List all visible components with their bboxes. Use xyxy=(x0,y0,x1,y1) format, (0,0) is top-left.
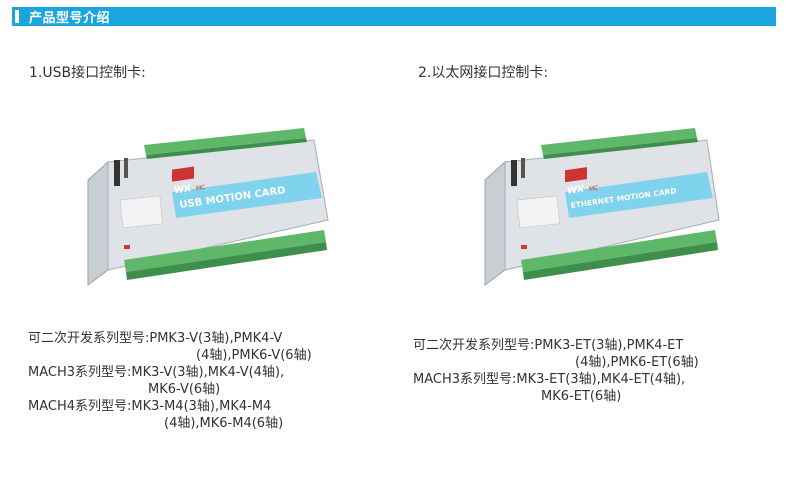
ethernet-brand-sub: MC xyxy=(589,185,598,193)
ethernet-model-line: MACH3系列型号:MK3-ET(3轴),MK4-ET(4轴), xyxy=(413,372,686,387)
ethernet-top-terminals xyxy=(541,128,698,159)
usb-top-terminals xyxy=(144,128,307,159)
header-title: 产品型号介绍 xyxy=(29,11,111,26)
usb-model-line: MACH4系列型号:MK3-M4(3轴),MK4-M4 xyxy=(28,399,272,414)
usb-brand-sub: MC xyxy=(196,184,205,192)
usb-brand-text: WX xyxy=(174,184,191,196)
section-header: 产品型号介绍 xyxy=(12,7,776,26)
ethernet-model-description: 可二次开发系列型号:PMK3-ET(3轴),PMK4-ET (4轴),PMK6-… xyxy=(413,337,783,405)
ethernet-model-line: 可二次开发系列型号:PMK3-ET(3轴),PMK4-ET xyxy=(413,338,684,353)
usb-model-line: MK6-V(6轴) xyxy=(148,382,221,397)
ethernet-model-line: MK6-ET(6轴) xyxy=(541,389,622,404)
ethernet-model-line: (4轴),PMK6-ET(6轴) xyxy=(575,355,699,370)
usb-model-line: (4轴),PMK6-V(6轴) xyxy=(196,348,312,363)
usb-model-line: 可二次开发系列型号:PMK3-V(3轴),PMK4-V xyxy=(28,331,283,346)
usb-model-line: MACH3系列型号:MK3-V(3轴),MK4-V(4轴), xyxy=(28,365,285,380)
usb-model-description: 可二次开发系列型号:PMK3-V(3轴),PMK4-V (4轴),PMK6-V(… xyxy=(28,330,388,432)
ethernet-bottom-terminals xyxy=(521,230,718,280)
usb-motion-card-image: WX MC USB MOTION CARD xyxy=(87,128,329,286)
ethernet-section-title: 2.以太网接口控制卡: xyxy=(418,65,549,81)
ethernet-motion-card-image: WX MC ETHERNET MOTION CARD xyxy=(484,128,720,286)
usb-brand-logo xyxy=(172,166,194,182)
usb-bottom-terminals xyxy=(124,230,327,280)
usb-card-label-band xyxy=(172,172,322,218)
header-marker xyxy=(15,10,19,23)
ethernet-brand-text: WX xyxy=(567,185,584,197)
usb-model-line: (4轴),MK6-M4(6轴) xyxy=(164,416,284,431)
ethernet-card-label-band xyxy=(565,172,713,218)
ethernet-brand-logo xyxy=(565,167,587,183)
usb-section-title: 1.USB接口控制卡: xyxy=(29,65,146,81)
